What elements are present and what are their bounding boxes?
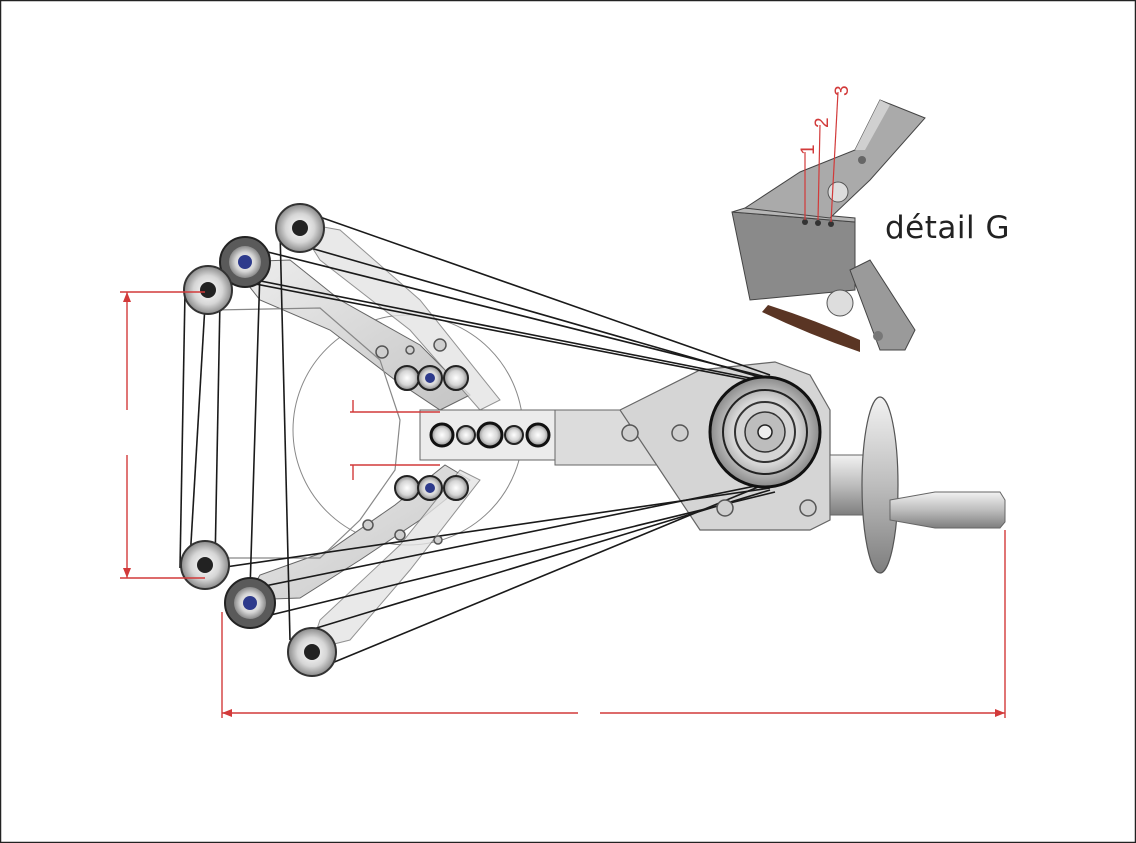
mid-rollers-lower [394,475,469,501]
pulley-upper-drive [219,236,271,288]
callout-1: 1 [798,144,819,155]
pulley-lower-left [180,540,230,590]
drive-wheel [708,375,822,489]
detail-g-inset [731,91,926,352]
pulley-lower-outer [287,627,337,677]
callout-2: 2 [812,117,833,128]
dimension-arrows [123,292,1005,717]
mid-rollers-upper [394,365,469,391]
belt-lines [179,209,776,671]
handle-cone [889,491,1006,529]
pulley-lower-drive [224,577,276,629]
slide-bar-rollers [429,421,551,449]
handwheel [861,396,899,574]
detail-block [731,211,856,301]
pulley-upper-left [183,265,233,315]
detail-g-label: détail G [885,210,1011,246]
bolts [362,338,817,545]
upper-arm-rear [294,221,501,411]
leather-strip [762,305,860,352]
dimension-lines [120,291,1006,718]
callout-3: 3 [832,85,853,96]
pulley-upper-outer [275,203,325,253]
